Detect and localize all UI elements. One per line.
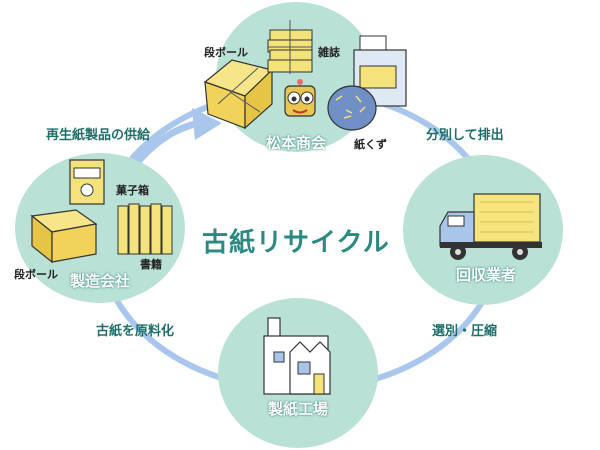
node-maker-name: 製造会社 — [70, 272, 131, 290]
item-label-magazine: 雑誌 — [318, 46, 340, 59]
truck-icon — [439, 193, 542, 260]
node-store-name: 松本商会 — [266, 134, 327, 152]
cycle-arrowhead — [192, 108, 222, 140]
node-collector-name: 回収業者 — [456, 266, 517, 284]
item-label-books: 書籍 — [140, 258, 162, 271]
item-label-cardboard-maker: 段ボール — [14, 268, 58, 281]
diagram-title: 古紙リサイクル — [202, 228, 390, 258]
paper-scraps-bag-icon — [327, 85, 377, 131]
edge-label-maker-to-store: 再生紙製品の供給 — [46, 128, 151, 143]
factory-icon — [263, 317, 331, 395]
item-label-candy-box: 菓子箱 — [116, 184, 149, 197]
cardboard-bundle-icon — [203, 59, 274, 130]
mascot-character — [284, 79, 316, 117]
maker-circle — [15, 153, 185, 303]
edge-label-collector-to-mill: 選別・圧縮 — [432, 324, 498, 339]
books-icon — [117, 203, 173, 255]
magazine-stack-icon — [267, 20, 313, 74]
cardboard-box-icon — [30, 209, 98, 264]
item-label-cardboard: 段ボール — [204, 46, 248, 59]
edge-label-store-to-collector: 分別して排出 — [426, 128, 504, 143]
edge-label-mill-to-maker: 古紙を原料化 — [96, 324, 175, 339]
node-mill-name: 製紙工場 — [268, 400, 329, 418]
item-label-paper-scraps: 紙くず — [354, 138, 387, 151]
candy-box-icon — [69, 159, 105, 205]
